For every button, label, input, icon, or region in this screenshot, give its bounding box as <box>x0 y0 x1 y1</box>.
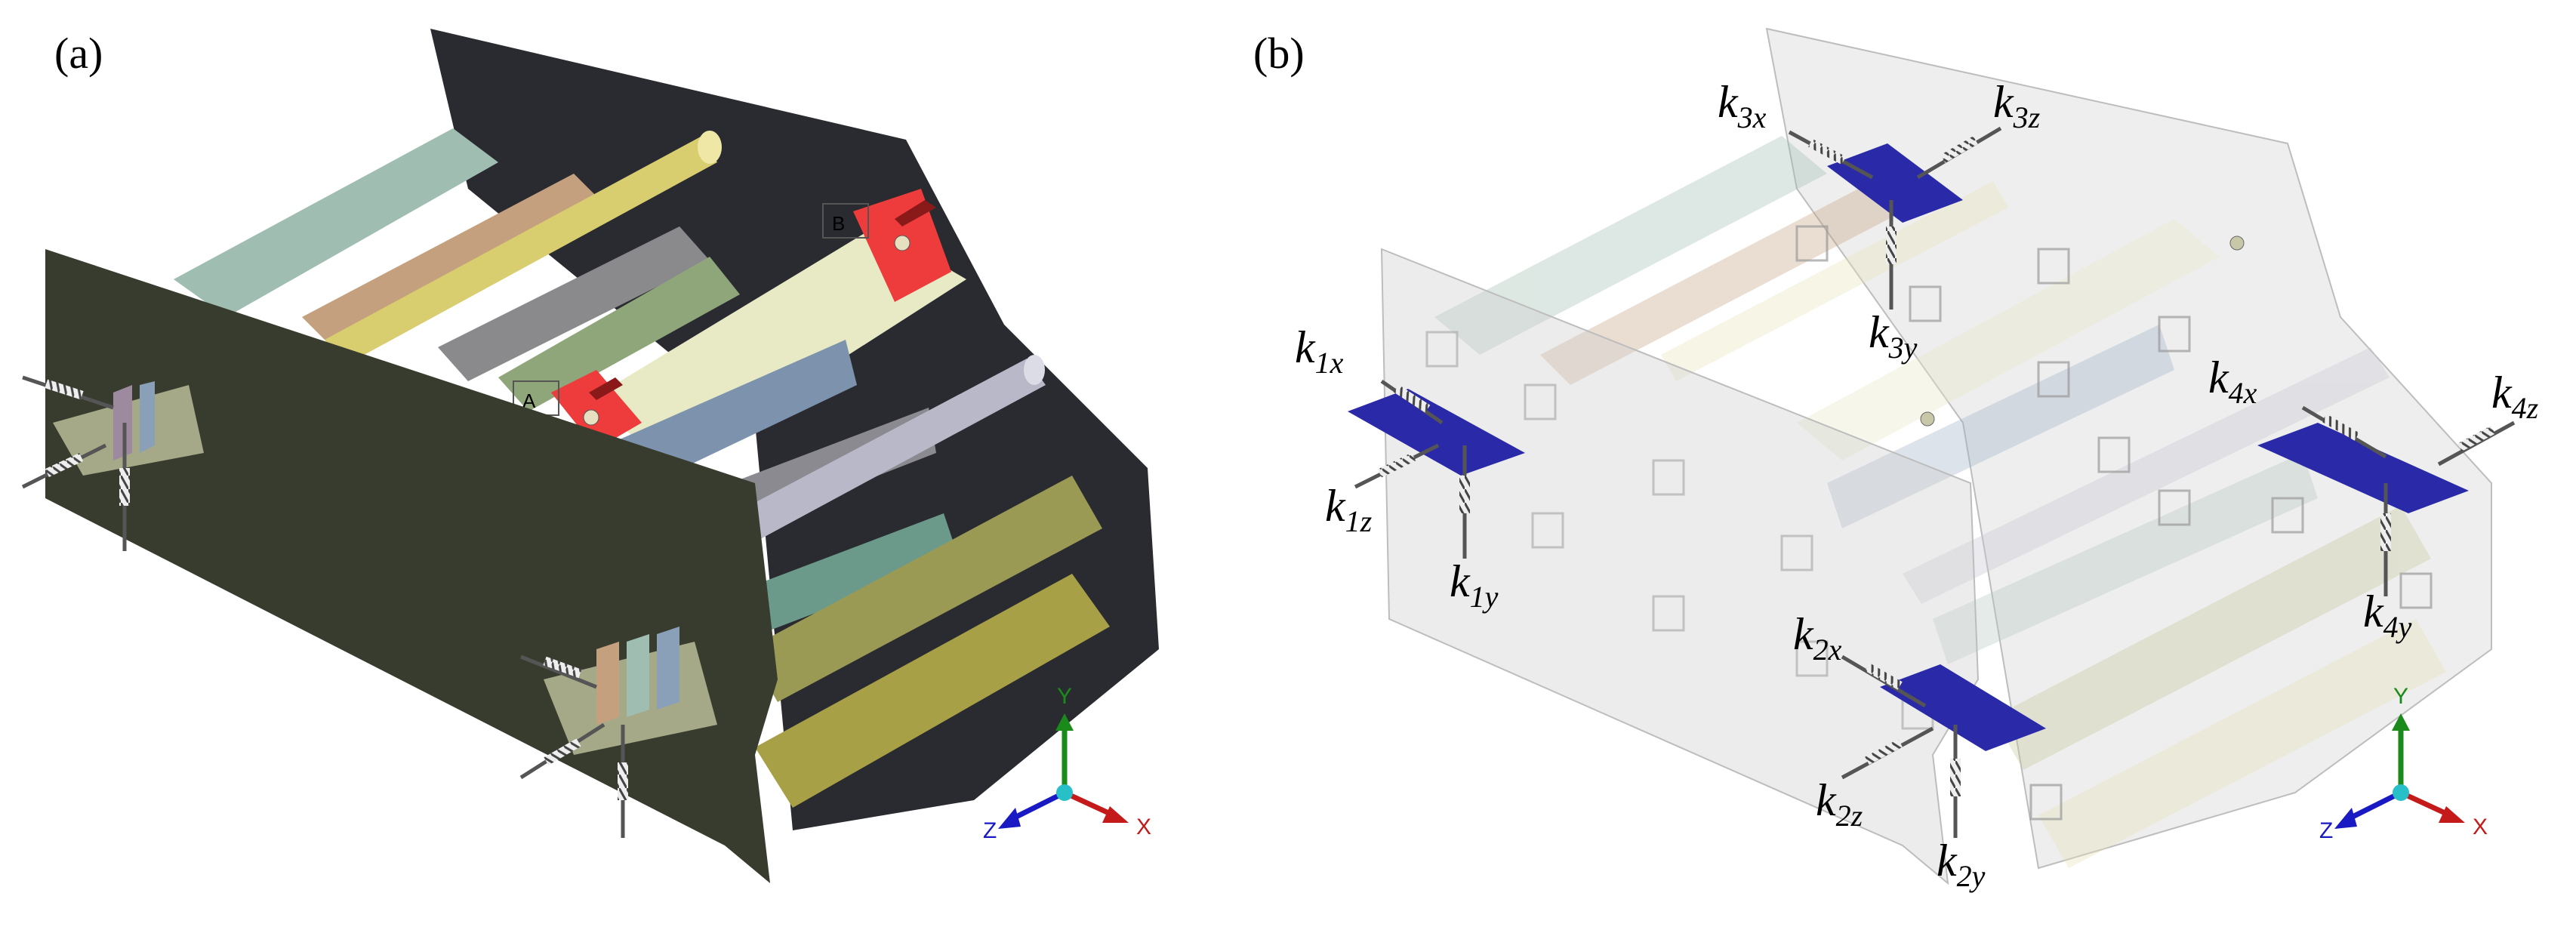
axis-triad-b: Y X Z <box>2319 684 2488 843</box>
spring-label-k4z: k4z <box>2491 368 2539 425</box>
spring-labels: k1x k1z k1y k2x k2z k2y k3x k3z <box>1295 77 2539 893</box>
red-pad-a <box>551 370 642 449</box>
beam-grey <box>438 226 710 381</box>
point-b-label: B <box>832 212 845 235</box>
spring-label-k3z: k3z <box>1993 77 2041 134</box>
axis-a-x-label: X <box>1136 815 1151 839</box>
axis-b-y-label: Y <box>2393 684 2408 709</box>
spring-label-k2z: k2z <box>1816 775 1863 833</box>
support-pad-1 <box>1348 389 1525 476</box>
beam-olive <box>747 476 1102 702</box>
beam-mustard <box>755 574 1110 808</box>
rod-gold-end <box>698 131 722 164</box>
point-marker-2 <box>1920 411 1935 427</box>
panel-b: (b) <box>1253 27 2539 893</box>
side-plate-ghost <box>1380 248 1980 885</box>
panel-b-label: (b) <box>1253 29 1305 78</box>
spring-label-k1x: k1x <box>1295 322 1344 380</box>
spring-label-k1z: k1z <box>1325 481 1373 538</box>
point-marker-1 <box>2229 236 2245 251</box>
beams-ghost <box>1434 136 2446 868</box>
arrow-a <box>589 377 623 400</box>
beam-ends-ghost <box>1425 225 2433 821</box>
rod-gold <box>325 136 717 366</box>
support-left <box>21 375 204 551</box>
spring-label-k3y: k3y <box>1869 307 1918 365</box>
axis-a-y-label: Y <box>1057 684 1072 709</box>
springs <box>1354 126 2516 838</box>
support-right <box>519 627 717 838</box>
axis-a-z-label: Z <box>983 818 997 843</box>
beam-mint <box>174 128 498 317</box>
axis-triad-a: Y X Z <box>983 684 1151 843</box>
arrow-b <box>895 200 936 226</box>
beam-green <box>498 257 740 411</box>
spring-label-k3x: k3x <box>1718 77 1767 134</box>
support-pad-4 <box>2257 423 2469 513</box>
spring-label-k2y: k2y <box>1937 836 1986 893</box>
point-b-marker <box>894 235 911 251</box>
spring-label-k1y: k1y <box>1450 556 1499 614</box>
support-pad-2 <box>1880 664 2046 751</box>
axis-a-origin <box>1056 784 1073 801</box>
spring-label-k4x: k4x <box>2208 353 2257 410</box>
axis-b-origin <box>2393 784 2409 801</box>
beam-tan <box>302 174 604 347</box>
point-a-label: A <box>522 390 536 412</box>
point-a-marker <box>583 409 599 426</box>
beam-cream <box>589 226 966 468</box>
point-b-box <box>822 203 869 239</box>
rod-silver-end <box>1024 355 1045 385</box>
support-pad-3 <box>1827 143 1963 223</box>
panel-a-label: (a) <box>54 29 103 78</box>
beams <box>174 128 1110 808</box>
axis-b-z-label: Z <box>2319 818 2333 843</box>
axis-b-x-label: X <box>2473 815 2488 839</box>
spring-label-k4y: k4y <box>2363 587 2412 644</box>
support-pads <box>1348 143 2469 751</box>
spring-label-k2x: k2x <box>1793 609 1842 667</box>
beam-teal <box>725 513 959 642</box>
panel-a: (a) A B <box>21 29 1159 883</box>
